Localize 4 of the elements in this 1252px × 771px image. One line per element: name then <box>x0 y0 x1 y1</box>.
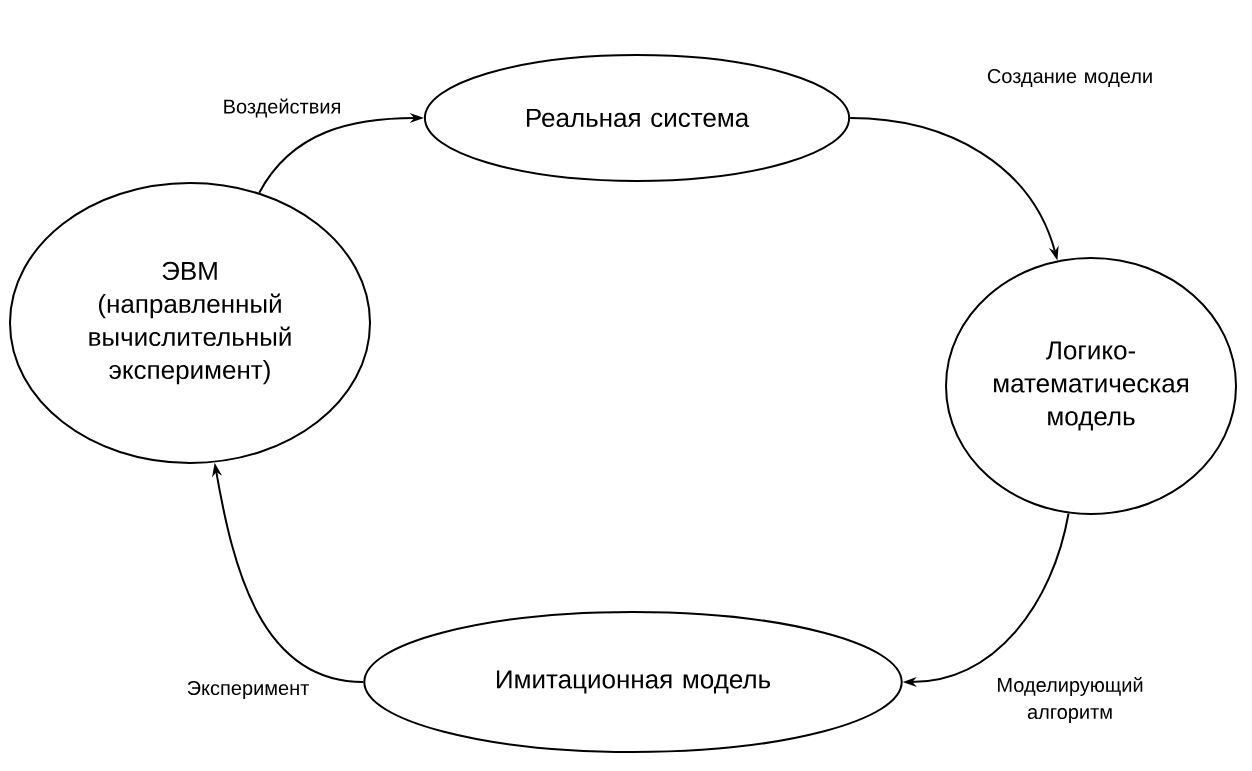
edge-label: Моделирующий алгоритм <box>998 677 1143 723</box>
edge-label: Создание модели <box>987 69 1152 87</box>
edge-label: Воздействия <box>224 98 340 118</box>
edge-label: Эксперимент <box>187 680 309 700</box>
